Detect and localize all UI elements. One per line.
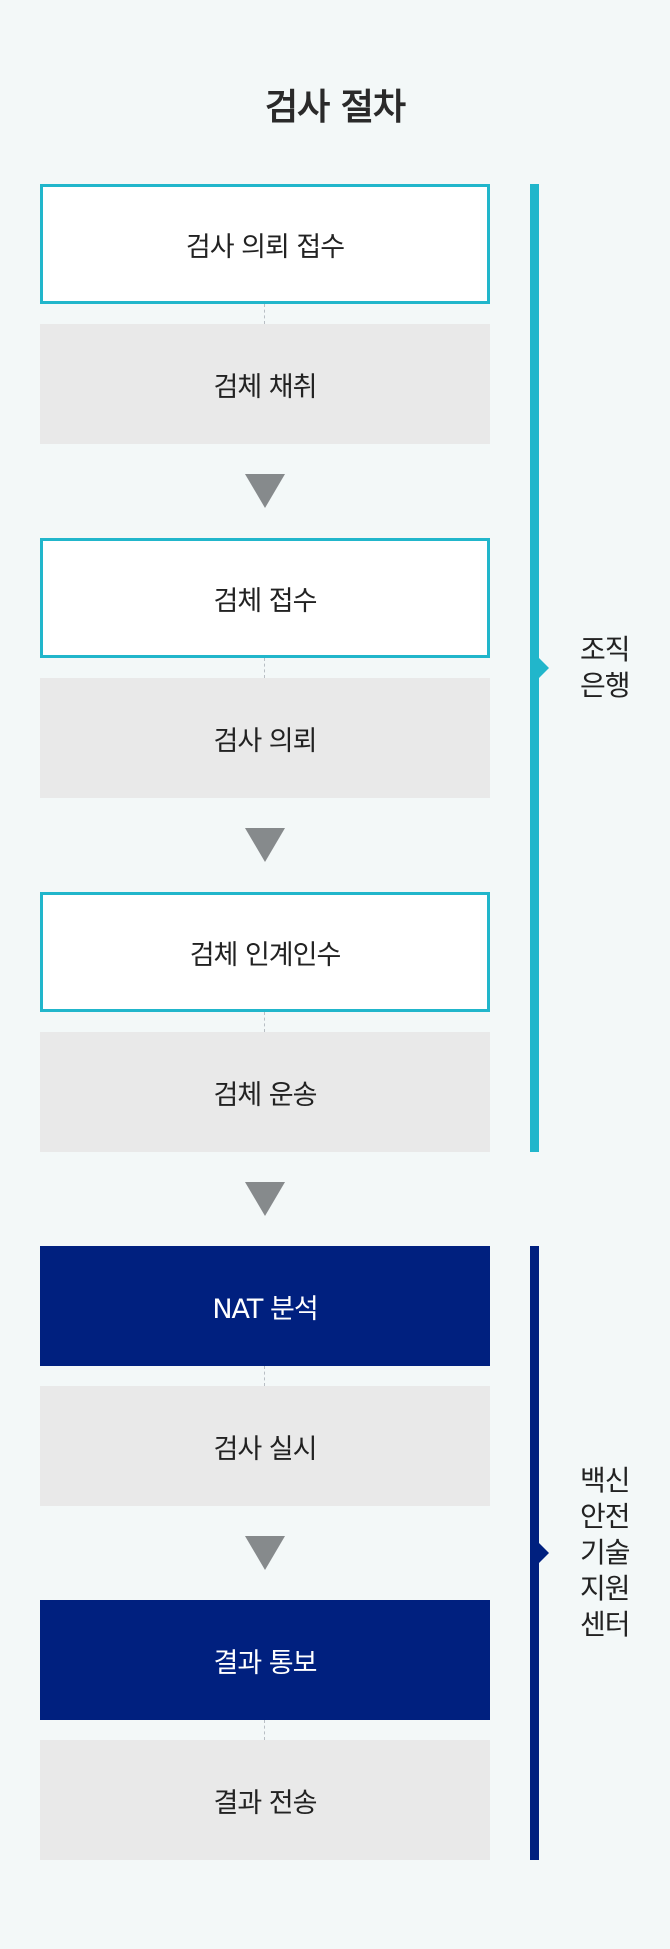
step-nat-analysis: NAT 분석 [40, 1246, 490, 1366]
page-title: 검사 절차 [264, 87, 406, 128]
step-result-notification: 결과 통보 [40, 1600, 490, 1720]
step-test-request: 검사 의뢰 [40, 678, 490, 798]
dashed-connector [264, 304, 265, 324]
step-specimen-receipt: 검체 접수 [40, 538, 490, 658]
down-arrow-icon [245, 828, 285, 862]
dashed-connector [264, 1720, 265, 1740]
down-arrow-icon [245, 1182, 285, 1216]
dashed-connector [264, 658, 265, 678]
group-bracket-tissue-bank [530, 184, 549, 1152]
group-label-vaccine-center: 백신 안전 기술 지원 센터 [580, 1464, 631, 1641]
step-test-execution: 검사 실시 [40, 1386, 490, 1506]
step-result-transmission: 결과 전송 [40, 1740, 490, 1860]
step-specimen-handover: 검체 인계인수 [40, 892, 490, 1012]
step-specimen-transport: 검체 운송 [40, 1032, 490, 1152]
group-label-tissue-bank: 조직 은행 [580, 633, 631, 702]
dashed-connector [264, 1366, 265, 1386]
dashed-connector [264, 1012, 265, 1032]
down-arrow-icon [245, 474, 285, 508]
step-specimen-collection: 검체 채취 [40, 324, 490, 444]
group-bracket-vaccine-center [530, 1246, 549, 1860]
down-arrow-icon [245, 1536, 285, 1570]
bracket-notch-icon [539, 1543, 549, 1563]
step-request-receipt: 검사 의뢰 접수 [40, 184, 490, 304]
bracket-notch-icon [539, 658, 549, 678]
